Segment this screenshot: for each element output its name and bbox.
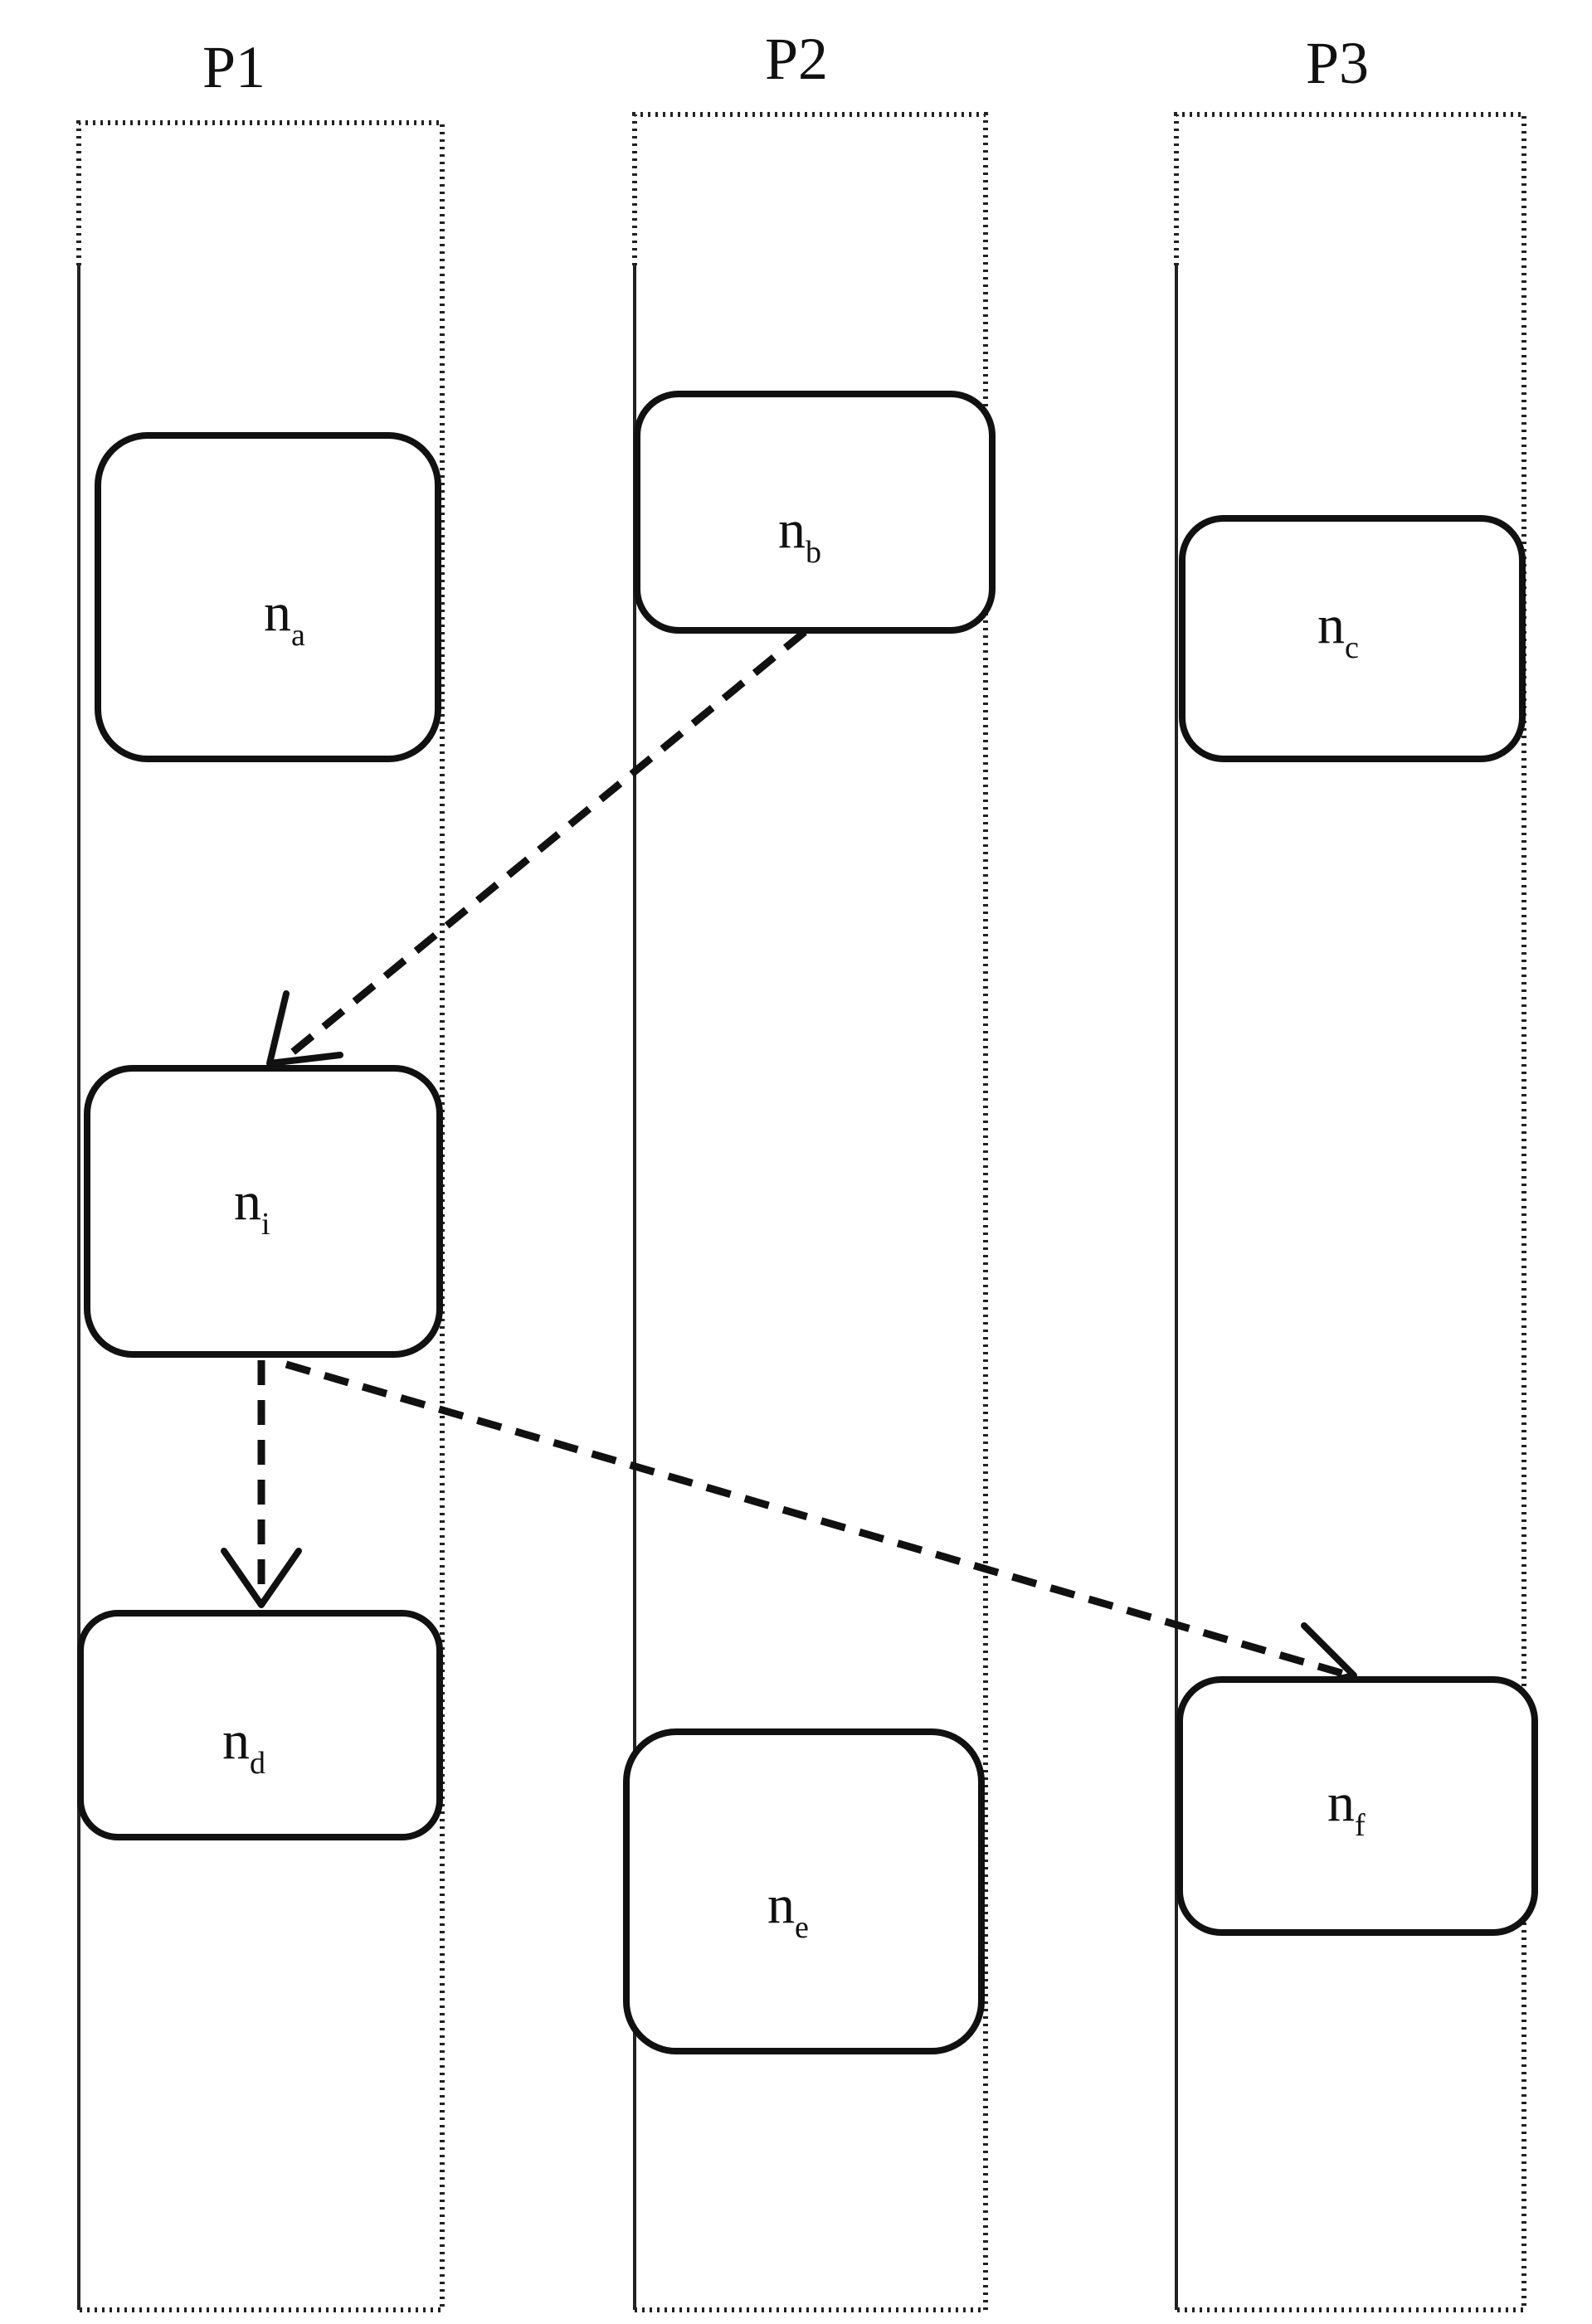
node-label-nc: nc	[1317, 595, 1359, 665]
node-nf: nf	[1176, 1676, 1538, 1936]
lane-p1: P1	[76, 34, 445, 2312]
node-label-nb: nb	[778, 499, 821, 570]
edge-nb-to-ni	[266, 629, 807, 1067]
node-na: na	[95, 432, 441, 762]
lane-title-p1: P1	[202, 34, 265, 100]
node-ni: ni	[84, 1065, 443, 1358]
node-ne: ne	[623, 1728, 985, 2054]
edge-ni-to-nd	[221, 1360, 302, 1608]
node-label-nd: nd	[222, 1710, 265, 1781]
lane-p3: P3	[1174, 30, 1526, 2312]
node-label-na: na	[264, 582, 305, 653]
node-label-ni: ni	[234, 1171, 270, 1242]
node-label-ne: ne	[767, 1874, 809, 1945]
node-label-nf: nf	[1327, 1772, 1366, 1843]
lane-title-p2: P2	[765, 26, 828, 92]
lane-title-p3: P3	[1306, 30, 1369, 96]
node-nc: nc	[1179, 515, 1526, 762]
edge-ni-to-nf	[285, 1360, 1357, 1695]
node-nb: nb	[634, 391, 996, 634]
node-nd: nd	[77, 1610, 443, 1840]
